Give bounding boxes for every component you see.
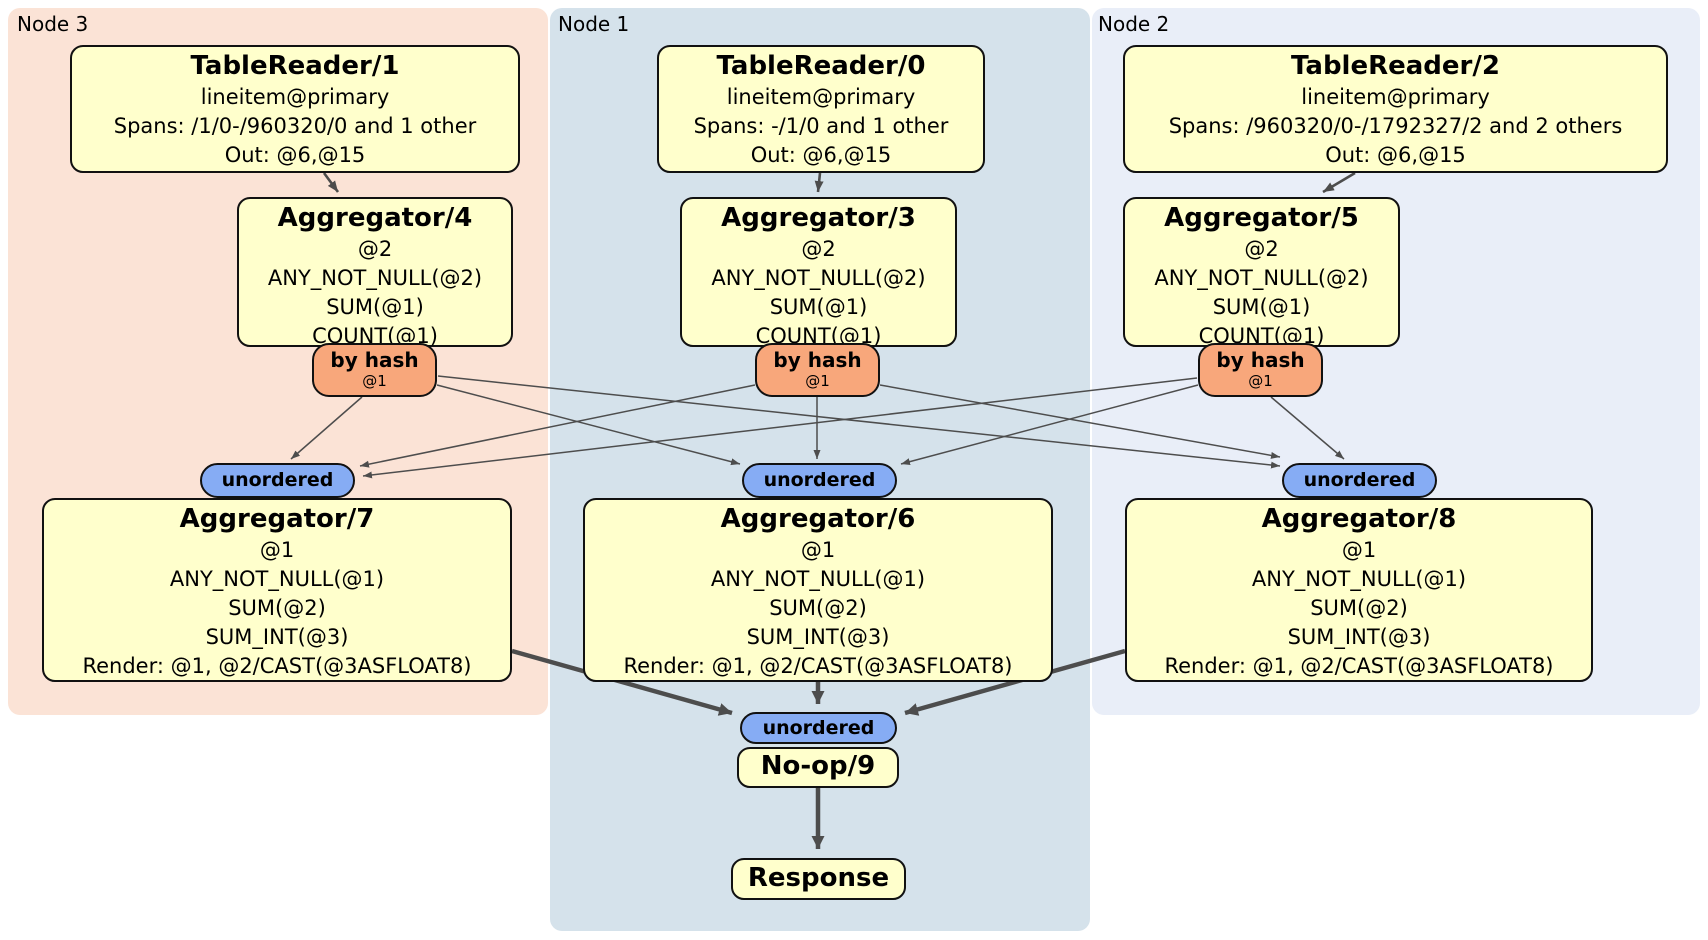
aggregator-box: Aggregator/4 @2 ANY_NOT_NULL(@2) SUM(@1)… — [237, 197, 513, 348]
processor-title: TableReader/0 — [716, 51, 926, 81]
processor-detail: ANY_NOT_NULL(@1) — [1251, 567, 1467, 591]
table-reader-box: TableReader/2 lineitem@primary Spans: /9… — [1123, 45, 1668, 173]
processor-detail: ANY_NOT_NULL(@2) — [267, 266, 483, 290]
aggregator-box: Aggregator/6 @1 ANY_NOT_NULL(@1) SUM(@2)… — [583, 498, 1053, 682]
hash-router: by hash @1 — [312, 343, 437, 397]
processor-detail: Out: @6,@15 — [750, 143, 892, 167]
processor-detail: Render: @1, @2/CAST(@3ASFLOAT8) — [1164, 654, 1554, 678]
router-detail: @1 — [362, 372, 387, 390]
processor-detail: SUM(@2) — [769, 596, 867, 620]
processor-detail: @1 — [259, 538, 295, 562]
processor-title: Aggregator/7 — [179, 504, 375, 534]
processor-detail: @2 — [1244, 237, 1279, 261]
processor-detail: ANY_NOT_NULL(@1) — [710, 567, 926, 591]
router-label: by hash — [330, 348, 419, 372]
processor-detail: SUM(@2) — [1310, 596, 1408, 620]
processor-detail: Spans: /960320/0-/1792327/2 and 2 others — [1168, 114, 1623, 138]
processor-detail: SUM_INT(@3) — [205, 625, 349, 649]
aggregator-box: Aggregator/8 @1 ANY_NOT_NULL(@1) SUM(@2)… — [1125, 498, 1593, 682]
table-reader-box: TableReader/0 lineitem@primary Spans: -/… — [657, 45, 985, 173]
processor-detail: Spans: -/1/0 and 1 other — [693, 114, 949, 138]
processor-title: Response — [747, 863, 890, 893]
processor-title: Aggregator/3 — [721, 203, 916, 233]
unordered-sync: unordered — [1282, 463, 1437, 498]
processor-detail: SUM(@1) — [326, 295, 424, 319]
processor-detail: @2 — [357, 237, 393, 261]
processor-detail: Spans: /1/0-/960320/0 and 1 other — [113, 114, 477, 138]
router-detail: @1 — [1248, 372, 1273, 390]
table-reader-box: TableReader/1 lineitem@primary Spans: /1… — [70, 45, 520, 173]
node-label-3: Node 3 — [17, 12, 89, 36]
processor-detail: Render: @1, @2/CAST(@3ASFLOAT8) — [623, 654, 1013, 678]
hash-router: by hash @1 — [1198, 343, 1323, 397]
processor-detail: lineitem@primary — [200, 85, 390, 109]
processor-detail: SUM(@2) — [228, 596, 326, 620]
processor-detail: SUM_INT(@3) — [746, 625, 890, 649]
processor-detail: SUM_INT(@3) — [1287, 625, 1431, 649]
processor-detail: ANY_NOT_NULL(@2) — [711, 266, 926, 290]
processor-detail: SUM(@1) — [769, 295, 868, 319]
processor-detail: Out: @6,@15 — [224, 143, 366, 167]
processor-detail: SUM(@1) — [1212, 295, 1311, 319]
unordered-sync: unordered — [742, 463, 897, 498]
processor-detail: ANY_NOT_NULL(@2) — [1154, 266, 1369, 290]
processor-title: No-op/9 — [760, 751, 876, 781]
processor-detail: Render: @1, @2/CAST(@3ASFLOAT8) — [82, 654, 472, 678]
aggregator-box: Aggregator/3 @2 ANY_NOT_NULL(@2) SUM(@1)… — [680, 197, 957, 348]
router-label: by hash — [773, 348, 862, 372]
processor-detail: @1 — [1341, 538, 1377, 562]
router-detail: @1 — [805, 372, 830, 390]
node-label-2: Node 2 — [1098, 12, 1170, 36]
noop-box: No-op/9 — [737, 747, 899, 788]
aggregator-box: Aggregator/5 @2 ANY_NOT_NULL(@2) SUM(@1)… — [1123, 197, 1400, 348]
processor-title: TableReader/1 — [190, 51, 400, 81]
processor-title: Aggregator/5 — [1164, 203, 1359, 233]
processor-detail: ANY_NOT_NULL(@1) — [169, 567, 385, 591]
router-label: by hash — [1216, 348, 1305, 372]
response-box: Response — [731, 858, 906, 900]
processor-title: TableReader/2 — [1291, 51, 1500, 81]
hash-router: by hash @1 — [755, 343, 880, 397]
final-unordered-sync: unordered — [740, 712, 897, 744]
unordered-sync: unordered — [200, 463, 355, 498]
processor-title: Aggregator/6 — [720, 504, 916, 534]
processor-detail: @1 — [800, 538, 836, 562]
processor-title: Aggregator/8 — [1261, 504, 1457, 534]
processor-title: Aggregator/4 — [277, 203, 473, 233]
processor-detail: Out: @6,@15 — [1325, 143, 1466, 167]
processor-detail: lineitem@primary — [726, 85, 916, 109]
node-label-1: Node 1 — [558, 12, 630, 36]
processor-detail: lineitem@primary — [1301, 85, 1490, 109]
aggregator-box: Aggregator/7 @1 ANY_NOT_NULL(@1) SUM(@2)… — [42, 498, 512, 682]
processor-detail: @2 — [801, 237, 836, 261]
